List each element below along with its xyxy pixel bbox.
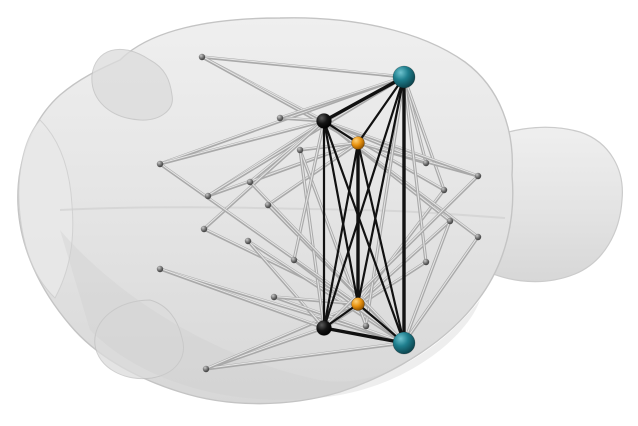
node-n15 (446, 217, 454, 225)
edge-blackTop-tealTop (322, 75, 406, 123)
edge-n2-blackTop (158, 119, 326, 166)
brain-outline (17, 17, 623, 405)
edge-tealTop-blackBottom (322, 75, 406, 330)
edge-n16-tealBottom (402, 235, 480, 345)
node-n13 (440, 186, 448, 194)
edge-n7-tealBottom (204, 341, 406, 371)
node-n18 (362, 322, 370, 330)
edge-tealTop-orangeBottom (356, 75, 406, 306)
node-n14 (474, 172, 482, 180)
edge-n16-blackTop (322, 119, 480, 239)
edge-n14-blackBottom (322, 174, 480, 330)
hemisphere-shadow (60, 230, 480, 400)
edge-n5-tealBottom (248, 180, 406, 345)
edge-n18-tealTop (364, 75, 406, 328)
edge-n3-tealTop (278, 75, 406, 120)
edge-n7-orangeBottom (204, 302, 360, 371)
node-n6 (200, 225, 208, 233)
edge-blackBottom-tealBottom (322, 326, 406, 345)
node-n4 (204, 192, 212, 200)
frontal-lobe-lower (94, 299, 184, 380)
node-n2 (156, 160, 164, 168)
node-orangeBottom (351, 297, 365, 311)
node-n10 (270, 293, 278, 301)
node-n8 (156, 265, 164, 273)
edge-n10-orangeBottom (272, 295, 360, 306)
edge-n9-blackBottom (246, 239, 326, 330)
edge-n13-blackTop (322, 119, 446, 192)
edge-n20-blackTop (292, 119, 326, 262)
node-tealBottom (392, 331, 416, 355)
edge-n19-blackBottom (298, 148, 326, 330)
edge-orangeTop-blackBottom (322, 141, 360, 330)
edge-n19-orangeBottom (298, 148, 360, 306)
edge-n9-tealBottom (246, 239, 406, 345)
node-n7 (202, 365, 210, 373)
node-n1 (198, 53, 206, 61)
edge-n13-tealTop (402, 75, 446, 192)
network-edges (158, 55, 480, 371)
olfactory-region (18, 119, 74, 299)
node-tealTop (392, 65, 416, 89)
edge-n8-blackBottom (158, 267, 326, 330)
node-n9 (244, 237, 252, 245)
node-n19 (296, 146, 304, 154)
frontal-lobe-upper (91, 48, 173, 121)
node-n11 (264, 201, 272, 209)
node-n16 (474, 233, 482, 241)
edge-tealTop-orangeTop (356, 75, 406, 145)
edge-n14-blackTop (322, 119, 480, 178)
node-n12 (422, 159, 430, 167)
node-blackTop (316, 113, 332, 129)
node-blackBottom (316, 320, 332, 336)
node-n5 (246, 178, 254, 186)
edge-blackTop-orangeBottom (322, 119, 360, 306)
node-n17 (422, 258, 430, 266)
node-orangeTop (351, 136, 365, 150)
edge-blackTop-tealBottom (322, 119, 406, 345)
node-n20 (290, 256, 298, 264)
node-n3 (276, 114, 284, 122)
network-nodes (156, 53, 482, 373)
edge-n15-tealBottom (402, 219, 452, 345)
edge-n1-tealTop (200, 55, 406, 79)
edge-orangeTop-tealBottom (356, 141, 406, 345)
